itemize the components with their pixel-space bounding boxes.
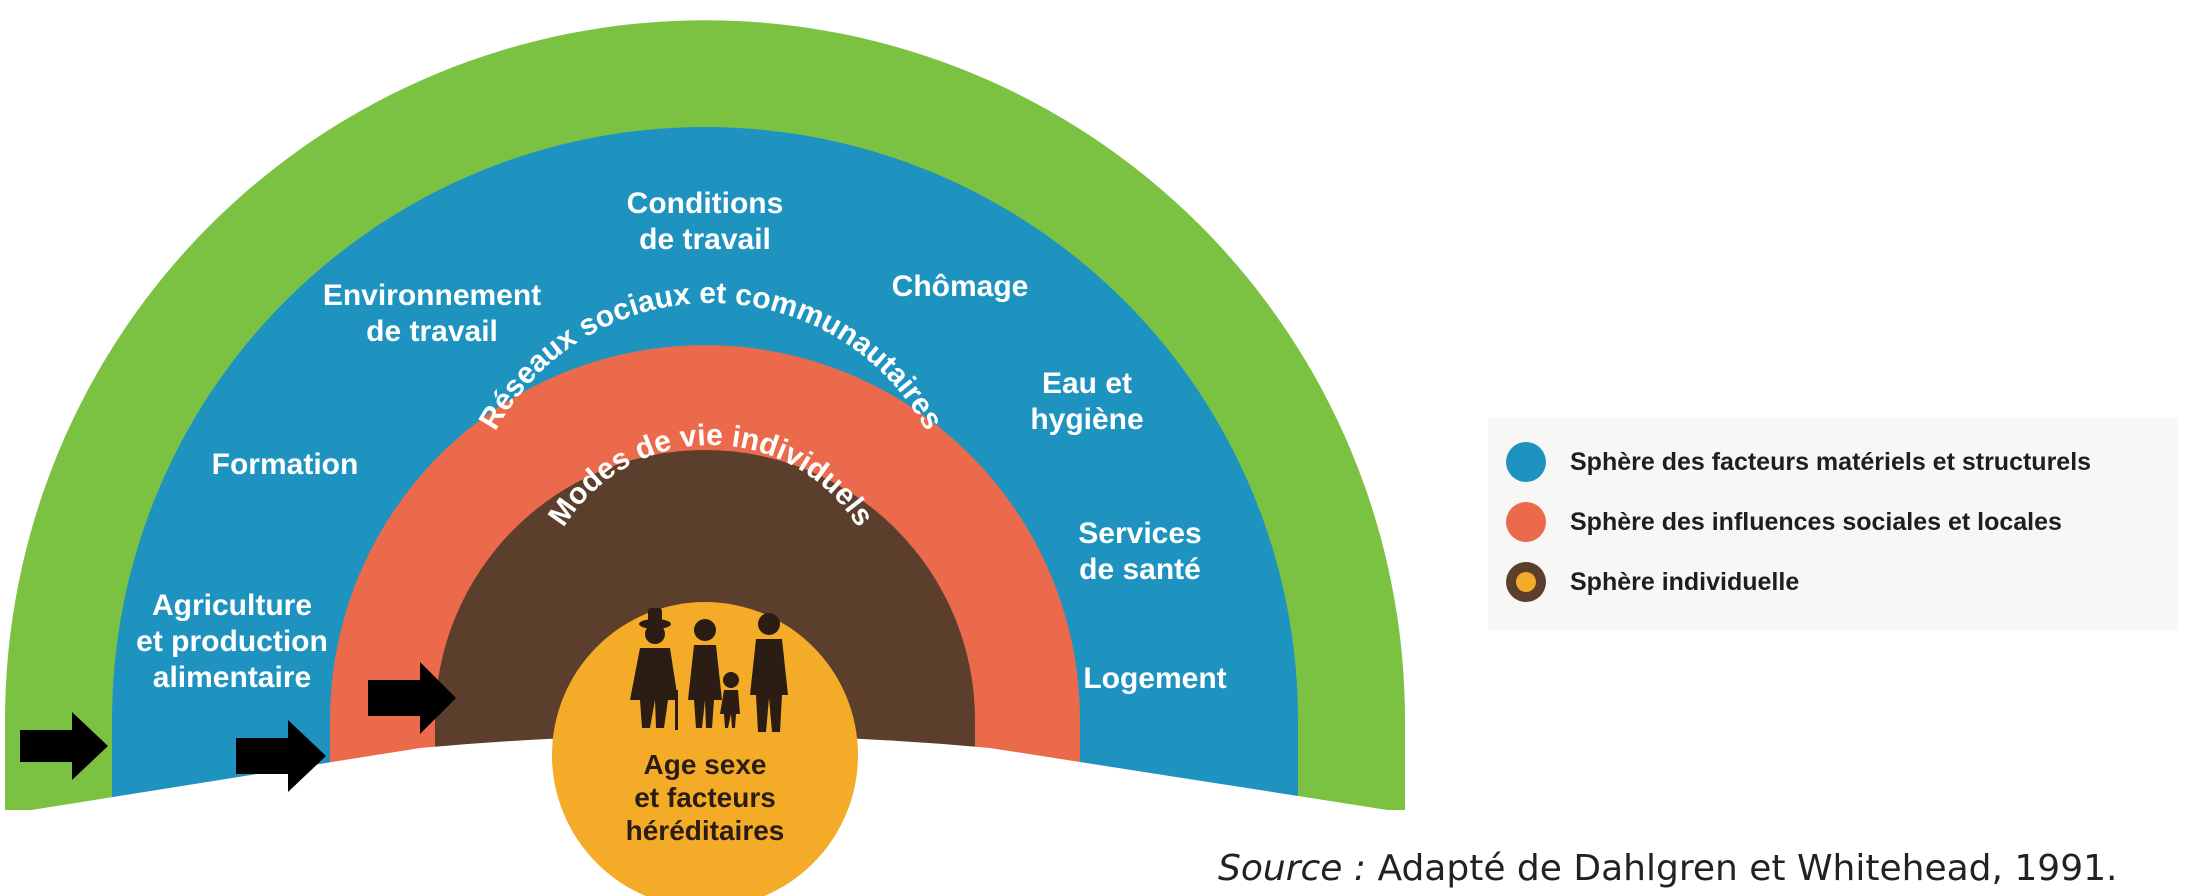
material-factor-line: de santé bbox=[1079, 553, 1201, 586]
material-factor-line: et production bbox=[136, 625, 328, 658]
arrow-material-ring-icon bbox=[236, 720, 326, 792]
determinants-rainbow-diagram: Conditions socio-économiques, culturelle… bbox=[5, 20, 1405, 896]
arrow-social-ring-icon bbox=[368, 662, 456, 734]
material-factor-line: Services bbox=[1078, 517, 1201, 550]
legend: Sphère des facteurs matériels et structu… bbox=[1488, 418, 2178, 630]
material-factor-line: hygiène bbox=[1030, 403, 1143, 436]
material-factor-line: Formation bbox=[212, 448, 359, 481]
source-citation: Source : Adapté de Dahlgren et Whitehead… bbox=[1218, 848, 2117, 889]
arrows bbox=[20, 662, 456, 792]
source-text: Adapté de Dahlgren et Whitehead, 1991. bbox=[1366, 848, 2118, 889]
material-factor-line: Environnement bbox=[323, 279, 541, 312]
material-factor-line: Eau et bbox=[1042, 367, 1132, 400]
material-factor-line: Chômage bbox=[892, 270, 1029, 303]
legend-label: Sphère des influences sociales et locale… bbox=[1570, 507, 2062, 536]
material-factor-label: Logement bbox=[1083, 662, 1226, 695]
source-label: Source : bbox=[1218, 848, 1367, 889]
core-label-line: Age sexe bbox=[644, 749, 767, 780]
material-factor-line: de travail bbox=[639, 223, 771, 256]
legend-label: Sphère individuelle bbox=[1570, 567, 1800, 596]
material-factor-line: Agriculture bbox=[152, 589, 312, 622]
legend-item: Sphère des facteurs matériels et structu… bbox=[1506, 432, 2160, 492]
legend-swatch-icon bbox=[1506, 502, 1546, 542]
legend-swatch-icon bbox=[1506, 442, 1546, 482]
core-label-line: et facteurs bbox=[634, 782, 776, 813]
material-factor-line: de travail bbox=[366, 315, 498, 348]
material-factor-line: Logement bbox=[1083, 662, 1226, 695]
legend-item: Sphère individuelle bbox=[1506, 552, 2160, 612]
core-label-line: héréditaires bbox=[626, 815, 785, 846]
people-silhouettes-icon bbox=[630, 608, 788, 732]
legend-swatch-icon bbox=[1506, 562, 1546, 602]
legend-item: Sphère des influences sociales et locale… bbox=[1506, 492, 2160, 552]
legend-swatch-inner-icon bbox=[1516, 572, 1536, 592]
material-factor-label: Formation bbox=[212, 448, 359, 481]
material-factor-label: Chômage bbox=[892, 270, 1029, 303]
material-factor-line: alimentaire bbox=[153, 661, 311, 694]
arrow-outer-ring-icon bbox=[20, 712, 108, 780]
material-factor-line: Conditions bbox=[627, 187, 784, 220]
legend-label: Sphère des facteurs matériels et structu… bbox=[1570, 447, 2092, 476]
